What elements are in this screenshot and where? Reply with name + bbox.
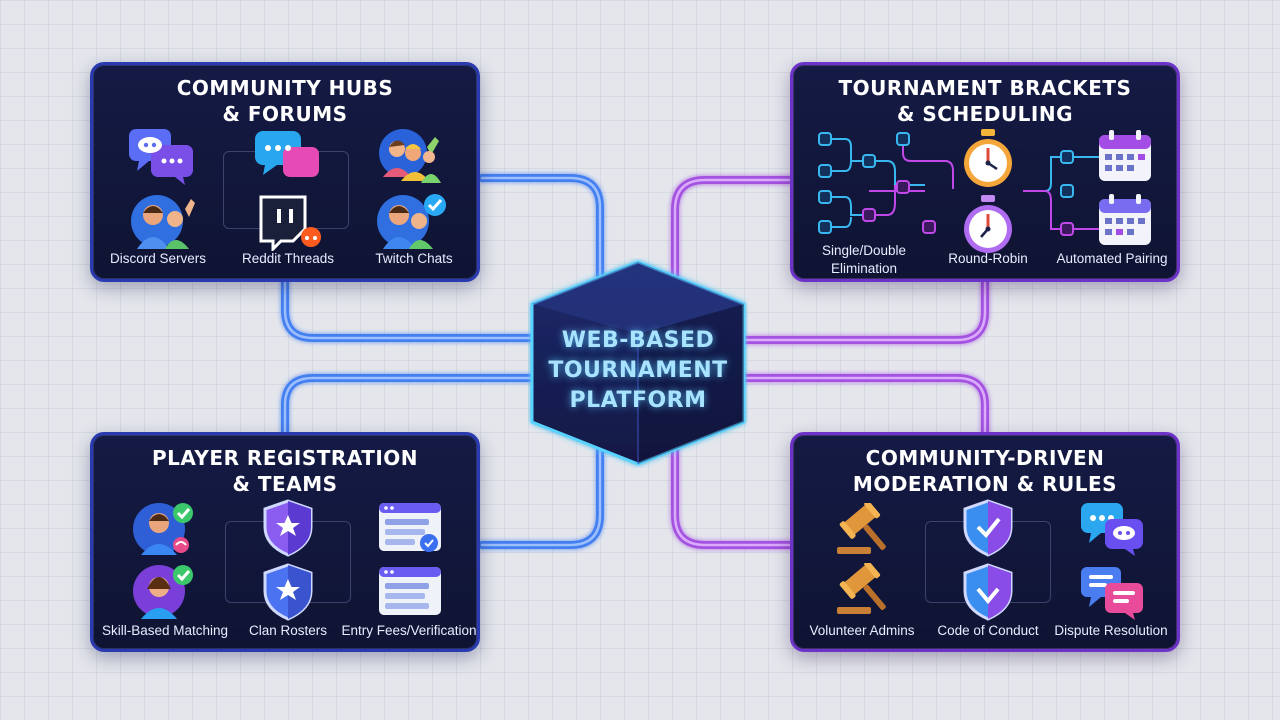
shield-star-icon (263, 563, 313, 621)
panel-tournament-brackets: TOURNAMENT BRACKETS & SCHEDULING (790, 62, 1180, 282)
gavel-icon (837, 503, 886, 554)
panel-title: PLAYER REGISTRATION & TEAMS (151, 446, 419, 496)
shield-star-icon (263, 499, 313, 557)
form-window-icon (379, 567, 441, 615)
wire-community-bottom (281, 278, 544, 342)
calendar-icon (1099, 130, 1151, 181)
message-bubbles-icon (255, 131, 319, 177)
label-code-of-conduct: Code of Conduct (937, 623, 1039, 638)
panel-community-hubs: COMMUNITY HUBS & FORUMS (90, 62, 480, 282)
people-verified-icon (377, 194, 446, 249)
calendar-icon (1099, 194, 1151, 245)
bracket-tree-icon (818, 132, 954, 234)
panel-title: COMMUNITY HUBS & FORUMS (176, 76, 394, 126)
stopwatch-icon (964, 195, 1012, 253)
panel-community-moderation: COMMUNITY-DRIVEN MODERATION & RULES (790, 432, 1180, 652)
people-waving-icon (131, 195, 195, 249)
label-round-robin: Round-Robin (948, 251, 1028, 266)
label-entry-fees-verification: Entry Fees/Verification (341, 623, 477, 638)
panel-title: TOURNAMENT BRACKETS & SCHEDULING (838, 76, 1132, 126)
people-group-icon (379, 129, 441, 183)
stopwatch-icon (964, 129, 1012, 187)
central-hub: WEB-BASED TOURNAMENT PLATFORM (528, 258, 748, 468)
label-reddit-threads: Reddit Threads (241, 251, 335, 266)
wire-moderation-top (731, 374, 989, 436)
gavel-icon (837, 563, 886, 614)
label-skill-based-matching: Skill-Based Matching (101, 623, 229, 638)
hub-title: WEB-BASED TOURNAMENT PLATFORM (548, 328, 728, 413)
label-automated-pairing: Automated Pairing (1056, 251, 1168, 266)
dispute-chat-icon (1081, 567, 1143, 620)
wire-brackets-bottom (731, 278, 989, 344)
shield-check-icon (963, 499, 1013, 557)
label-twitch-chats: Twitch Chats (375, 251, 453, 266)
user-verified-icon (133, 503, 193, 555)
label-elimination: Elimination (830, 261, 898, 276)
twitch-icon (259, 195, 321, 251)
label-volunteer-admins: Volunteer Admins (809, 623, 915, 638)
panel-player-registration: PLAYER REGISTRATION & TEAMS (90, 432, 480, 652)
shield-down-icon (963, 563, 1013, 621)
user-verified-icon (133, 565, 193, 619)
wire-registration-top (281, 374, 544, 436)
chat-bubbles-icon (1081, 503, 1143, 556)
label-discord-servers: Discord Servers (109, 251, 207, 266)
label-single-double: Single/Double (821, 243, 907, 258)
form-window-icon (379, 503, 441, 552)
panel-title: COMMUNITY-DRIVEN MODERATION & RULES (852, 446, 1118, 496)
label-dispute-resolution: Dispute Resolution (1054, 623, 1168, 638)
hub-hexagon (530, 260, 746, 466)
bracket-tree-icon (1023, 150, 1099, 236)
chat-bubbles-icon (129, 129, 193, 185)
label-clan-rosters: Clan Rosters (248, 623, 328, 638)
